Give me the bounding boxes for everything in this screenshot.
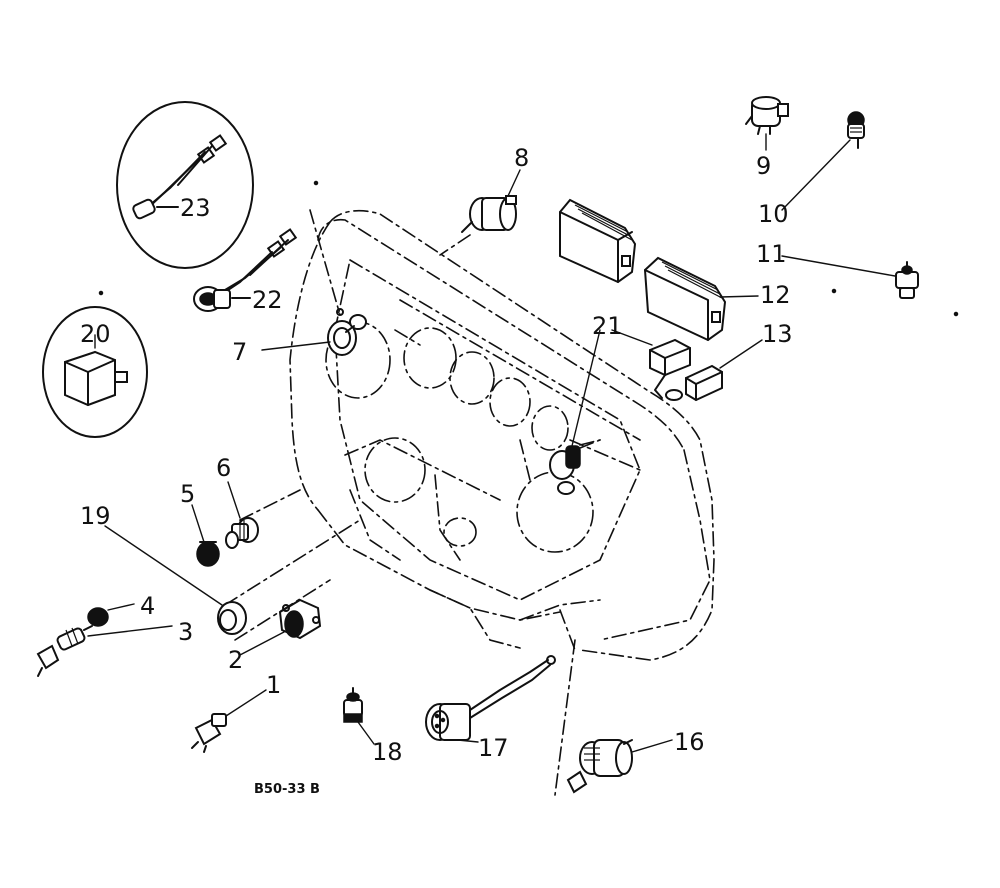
callout-3: 3 [178,618,193,646]
part-5-lamp-cap [191,504,220,567]
callout-7: 7 [232,338,247,366]
callout-labels: 1 2 3 4 5 6 7 8 9 10 11 12 13 16 17 18 1… [80,144,793,766]
callout-17: 17 [478,734,509,762]
part-23-harness-detail [116,101,254,269]
callout-23: 23 [180,194,211,222]
part-18-sender [343,687,375,745]
part-20-relay-detail [42,306,148,438]
stray-mark [313,180,319,186]
callout-11: 11 [756,240,787,268]
callout-16: 16 [674,728,705,756]
part-9-sender [745,96,789,151]
stray-mark [953,311,959,317]
callout-19: 19 [80,502,111,530]
callout-12: 12 [760,281,791,309]
part-11-sender [781,255,919,299]
part-6-lamp-holder [225,481,259,549]
part-3-switch [36,625,173,677]
stray-mark [98,290,104,296]
part-21-switch [611,329,691,399]
part-8-sender [461,169,521,233]
part-22-socket-harness [193,228,298,312]
figure-reference-code: B50-33 B [254,782,320,797]
callout-8: 8 [514,144,529,172]
callout-22: 22 [252,286,283,314]
part-12-module [643,256,759,342]
callout-13: 13 [762,320,793,348]
callout-6: 6 [216,454,231,482]
part-1-sender [191,689,267,753]
callout-5: 5 [180,480,195,508]
part-17-connector [425,655,556,743]
part-module-upper [559,198,637,284]
part-4-knob [87,603,135,627]
callout-18: 18 [372,738,403,766]
part-10-sender [781,111,865,211]
callout-21: 21 [592,312,623,340]
part-21-knob [549,329,601,495]
part-7-gauge [261,308,367,356]
callout-20: 20 [80,320,111,348]
callout-10: 10 [758,200,789,228]
part-16-ignition-switch [566,739,673,794]
callout-2: 2 [228,646,243,674]
part-2-socket [239,598,322,656]
part-19-housing [104,525,247,635]
callout-9: 9 [756,152,771,180]
callout-4: 4 [140,592,155,620]
part-13-switch [665,339,763,402]
stray-mark [831,288,837,294]
callout-1: 1 [266,671,281,699]
